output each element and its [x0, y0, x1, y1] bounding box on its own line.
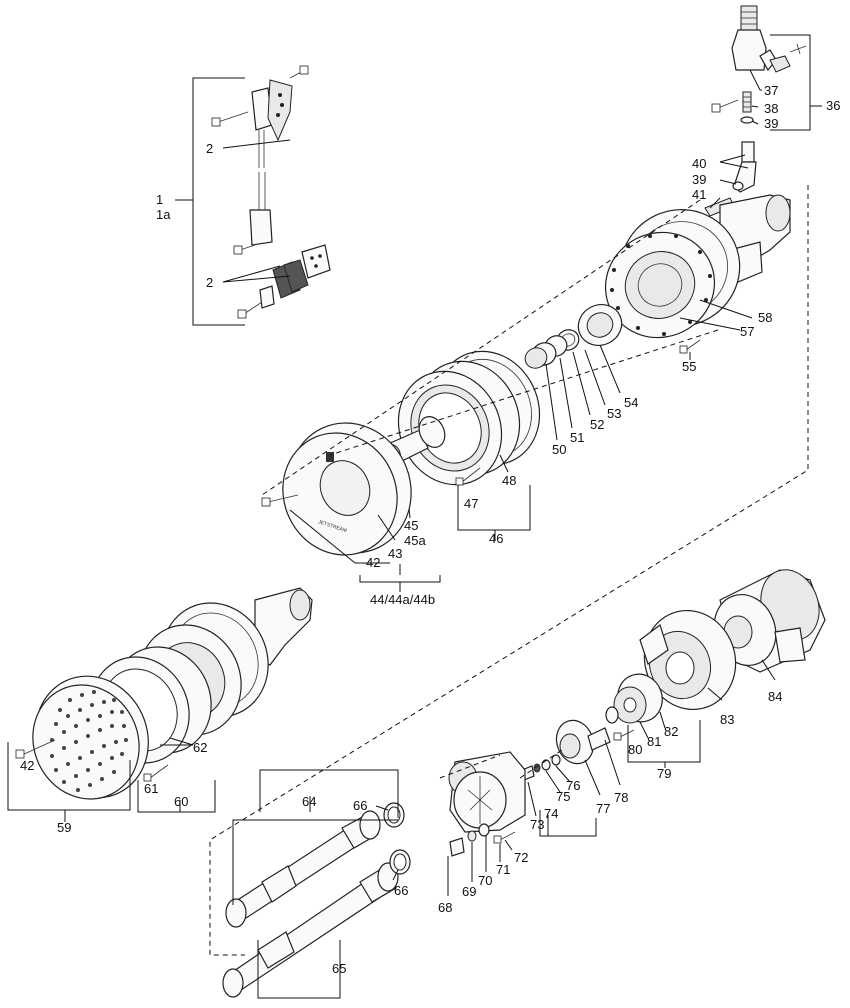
callout-74: 74 — [544, 806, 558, 821]
callout-76: 76 — [566, 778, 580, 793]
seal-rings — [524, 304, 623, 441]
callout-43: 43 — [388, 546, 402, 561]
callout-71: 71 — [496, 862, 510, 877]
callout-42-upper: 42 — [366, 555, 380, 570]
callout-38: 38 — [764, 101, 778, 116]
bracket-assembly — [175, 65, 331, 326]
callout-68: 68 — [438, 900, 452, 915]
callout-75: 75 — [556, 789, 570, 804]
callout-36: 36 — [826, 98, 840, 113]
callout-42-lower: 42 — [20, 758, 34, 773]
wall-housing — [604, 194, 791, 360]
callout-66-lower: 66 — [394, 883, 408, 898]
callout-41: 41 — [692, 187, 706, 202]
lower-housing-assembly — [7, 587, 313, 822]
callout-37: 37 — [764, 83, 778, 98]
air-valve-assembly — [704, 5, 822, 217]
callout-45a: 45a — [404, 533, 426, 548]
callout-57: 57 — [740, 324, 754, 339]
callout-39-upper: 39 — [764, 116, 778, 131]
callout-60: 60 — [174, 794, 188, 809]
callout-58: 58 — [758, 310, 772, 325]
callout-61: 61 — [144, 781, 158, 796]
callout-84: 84 — [768, 689, 782, 704]
callout-64: 64 — [302, 794, 316, 809]
callout-62: 62 — [193, 740, 207, 755]
callout-80: 80 — [628, 742, 642, 757]
callout-51: 51 — [570, 430, 584, 445]
callout-72: 72 — [514, 850, 528, 865]
callout-81: 81 — [647, 734, 661, 749]
callout-69: 69 — [462, 884, 476, 899]
callout-66-upper: 66 — [353, 798, 367, 813]
front-cover: JETSTREAM — [261, 422, 441, 592]
callout-73: 73 — [530, 817, 544, 832]
callout-48: 48 — [502, 473, 516, 488]
callout-40: 40 — [692, 156, 706, 171]
callout-52: 52 — [590, 417, 604, 432]
callout-54: 54 — [624, 395, 638, 410]
callout-47: 47 — [464, 496, 478, 511]
callout-50: 50 — [552, 442, 566, 457]
callout-55: 55 — [682, 359, 696, 374]
callout-59: 59 — [57, 820, 71, 835]
callout-1a: 1a — [156, 207, 171, 222]
callout-78: 78 — [614, 790, 628, 805]
callout-44-44a-44b: 44/44a/44b — [370, 592, 435, 607]
callout-1: 1 — [156, 192, 163, 207]
callout-83: 83 — [720, 712, 734, 727]
callout-53: 53 — [607, 406, 621, 421]
callout-77: 77 — [596, 801, 610, 816]
callout-46: 46 — [489, 531, 503, 546]
callout-45: 45 — [404, 518, 418, 533]
callout-2-lower: 2 — [206, 275, 213, 290]
callout-82: 82 — [664, 724, 678, 739]
callout-39-lower: 39 — [692, 172, 706, 187]
pump-motor-assembly — [222, 569, 826, 999]
callout-labels: 1 1a 2 2 36 37 38 39 40 39 41 58 57 55 5… — [20, 83, 840, 976]
callout-70: 70 — [478, 873, 492, 888]
callout-65: 65 — [332, 961, 346, 976]
callout-2-upper: 2 — [206, 141, 213, 156]
callout-79: 79 — [657, 766, 671, 781]
